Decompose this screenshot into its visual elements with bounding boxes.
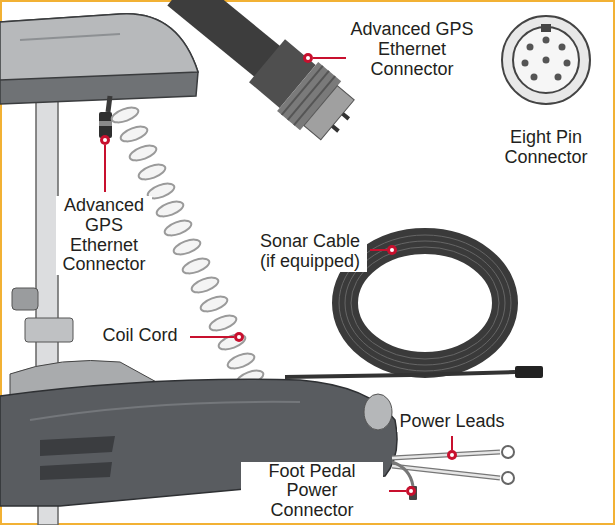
callout-label: Sonar Cable (if equipped) [253,232,367,272]
callout-label: Foot Pedal Power Connector [241,462,383,521]
callout-label: Coil Cord [100,326,179,346]
callout-label: Eight Pin Connector [496,128,596,168]
callout-label: Advanced GPS Ethernet Connector [56,196,152,275]
callout-label: Power Leads [397,412,506,432]
callout-label: Advanced GPS Ethernet Connector [346,20,478,79]
